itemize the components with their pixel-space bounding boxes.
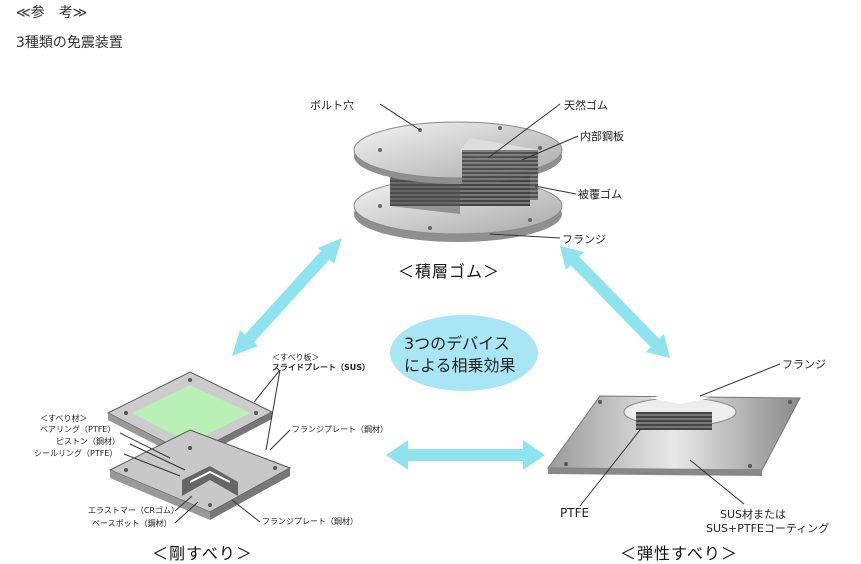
synergy-bubble (390, 315, 538, 391)
label-cover-rubber: 被覆ゴム (578, 188, 622, 201)
caption-laminated-rubber: ＜積層ゴム＞ (398, 262, 501, 281)
reference-heading: ≪参 考≫ (16, 5, 88, 21)
label-sus-line1: SUS材または (720, 508, 787, 521)
arrow-top-right (560, 246, 670, 358)
label-sus-line2: SUS+PTFEコーティング (706, 522, 830, 535)
label-seal-ring: シールリング（PTFE） (34, 449, 118, 458)
synergy-text-line1: 3つのデバイス (404, 334, 510, 353)
label-piston: ピストン（鋼材） (56, 437, 120, 446)
synergy-text-line2: による相乗効果 (404, 356, 516, 375)
label-slide-material-note: ＜すべり材＞ (40, 414, 88, 423)
label-elastomer: エラストマー（CRゴム） (88, 506, 179, 515)
arrow-bottom (386, 440, 545, 470)
elastic-slide-bearing (547, 363, 801, 507)
label-bolt-hole: ボルト穴 (310, 99, 354, 112)
page-subtitle: 3種類の免震装置 (16, 35, 123, 51)
label-slide-plate-note: ＜すべり板＞ (272, 353, 320, 362)
caption-elastic-slide: ＜弾性すべり＞ (620, 544, 738, 563)
label-ptfe: PTFE (560, 506, 590, 520)
label-flange-top: フランジ (562, 233, 606, 246)
label-natural-rubber: 天然ゴム (564, 99, 608, 112)
rigid-slide-bearing (106, 369, 292, 524)
caption-rigid-slide: ＜剛すべり＞ (152, 544, 253, 563)
label-base-pot: ベースポット（鋼材） (92, 519, 172, 528)
label-inner-steel-plate: 内部鋼板 (580, 130, 624, 143)
label-slide-plate: スライドプレート（SUS） (272, 363, 371, 372)
label-bearing: ベアリング（PTFE） (40, 425, 116, 434)
label-flange-right: フランジ (782, 358, 826, 371)
label-flange-plate-upper: フランジプレート（鋼材） (292, 425, 388, 434)
arrow-top-left (232, 238, 342, 356)
label-flange-plate-lower: フランジプレート（鋼材） (262, 517, 358, 526)
laminated-rubber-bearing (353, 103, 579, 242)
